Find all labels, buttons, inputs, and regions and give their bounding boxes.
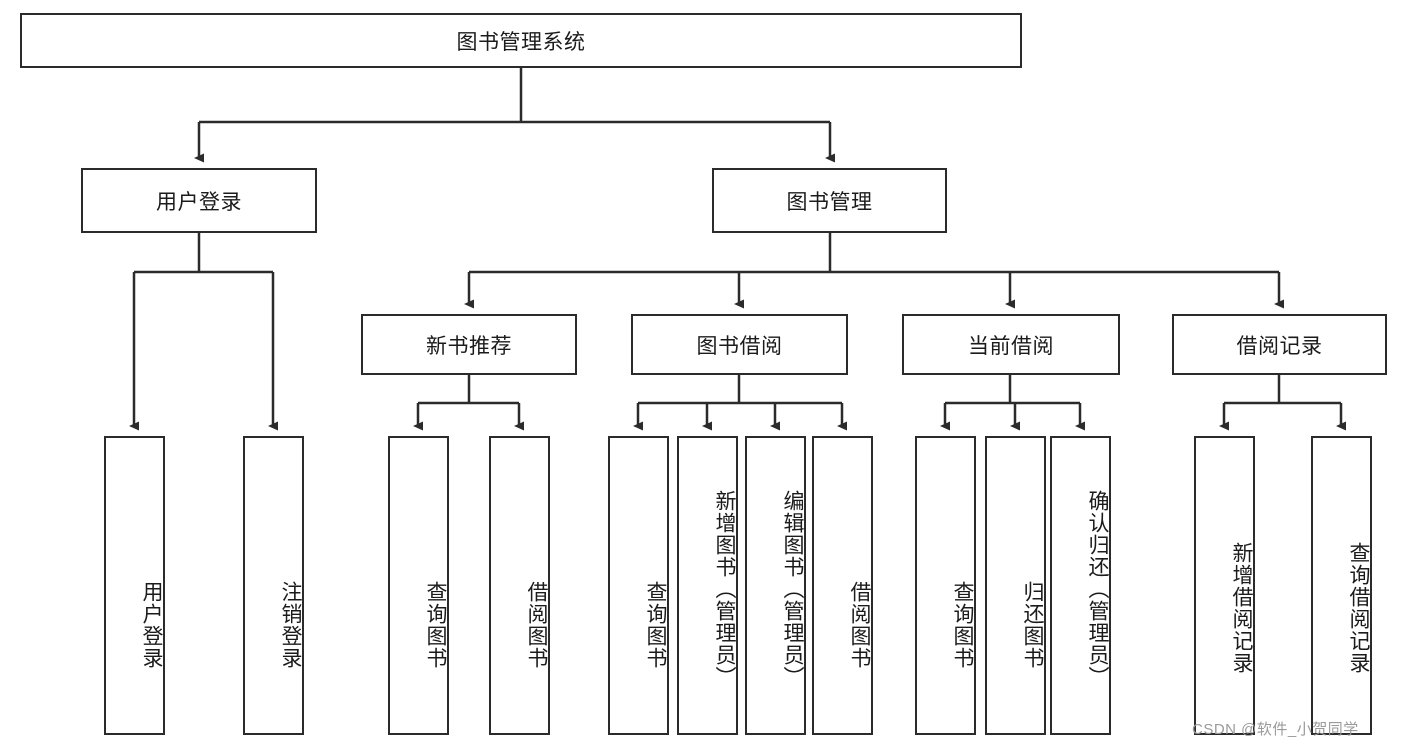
- leaf-return-book[interactable]: 归还图书: [985, 436, 1046, 735]
- leaf-borrow-book-2-label: 借阅图书: [848, 580, 871, 669]
- leaf-user-login-label: 用户登录: [140, 580, 163, 669]
- leaf-query-book-3[interactable]: 查询图书: [915, 436, 976, 735]
- leaf-logout-login[interactable]: 注销登录: [243, 436, 304, 735]
- leaf-query-book-1[interactable]: 查询图书: [388, 436, 449, 735]
- node-borrow-record[interactable]: 借阅记录: [1172, 314, 1387, 375]
- leaf-add-record[interactable]: 新增借阅记录: [1194, 436, 1255, 735]
- leaf-borrow-book-1[interactable]: 借阅图书: [489, 436, 550, 735]
- node-current-borrow[interactable]: 当前借阅: [902, 314, 1120, 375]
- node-book-management-label: 图书管理: [786, 190, 873, 214]
- node-book-borrow[interactable]: 图书借阅: [631, 314, 848, 375]
- leaf-query-book-2-label: 查询图书: [644, 580, 667, 669]
- leaf-add-book-label: 新增图书（管理员）: [713, 489, 736, 688]
- leaf-query-record-label: 查询借阅记录: [1347, 541, 1370, 674]
- leaf-borrow-book-1-label: 借阅图书: [525, 580, 548, 669]
- node-new-book-recommend[interactable]: 新书推荐: [361, 314, 577, 375]
- node-current-borrow-label: 当前借阅: [968, 334, 1054, 358]
- node-user-login-label: 用户登录: [156, 190, 242, 214]
- leaf-logout-login-label: 注销登录: [279, 580, 302, 669]
- leaf-borrow-book-2[interactable]: 借阅图书: [812, 436, 873, 735]
- node-root[interactable]: 图书管理系统: [20, 13, 1022, 68]
- node-user-login[interactable]: 用户登录: [81, 168, 317, 233]
- node-book-management[interactable]: 图书管理: [712, 168, 947, 233]
- leaf-edit-book[interactable]: 编辑图书（管理员）: [745, 436, 806, 735]
- leaf-query-record[interactable]: 查询借阅记录: [1311, 436, 1372, 735]
- leaf-confirm-return-label: 确认归还（管理员）: [1086, 489, 1109, 688]
- leaf-return-book-label: 归还图书: [1021, 580, 1044, 669]
- leaf-query-book-2[interactable]: 查询图书: [608, 436, 669, 735]
- leaf-confirm-return[interactable]: 确认归还（管理员）: [1050, 436, 1111, 735]
- node-book-borrow-label: 图书借阅: [696, 334, 783, 358]
- node-borrow-record-label: 借阅记录: [1236, 334, 1323, 358]
- leaf-query-book-1-label: 查询图书: [424, 580, 447, 669]
- leaf-add-book[interactable]: 新增图书（管理员）: [677, 436, 738, 735]
- leaf-edit-book-label: 编辑图书（管理员）: [781, 489, 804, 688]
- node-new-book-recommend-label: 新书推荐: [426, 334, 512, 358]
- node-root-label: 图书管理系统: [456, 30, 586, 54]
- leaf-user-login[interactable]: 用户登录: [104, 436, 165, 735]
- leaf-add-record-label: 新增借阅记录: [1230, 541, 1253, 674]
- leaf-query-book-3-label: 查询图书: [951, 580, 974, 669]
